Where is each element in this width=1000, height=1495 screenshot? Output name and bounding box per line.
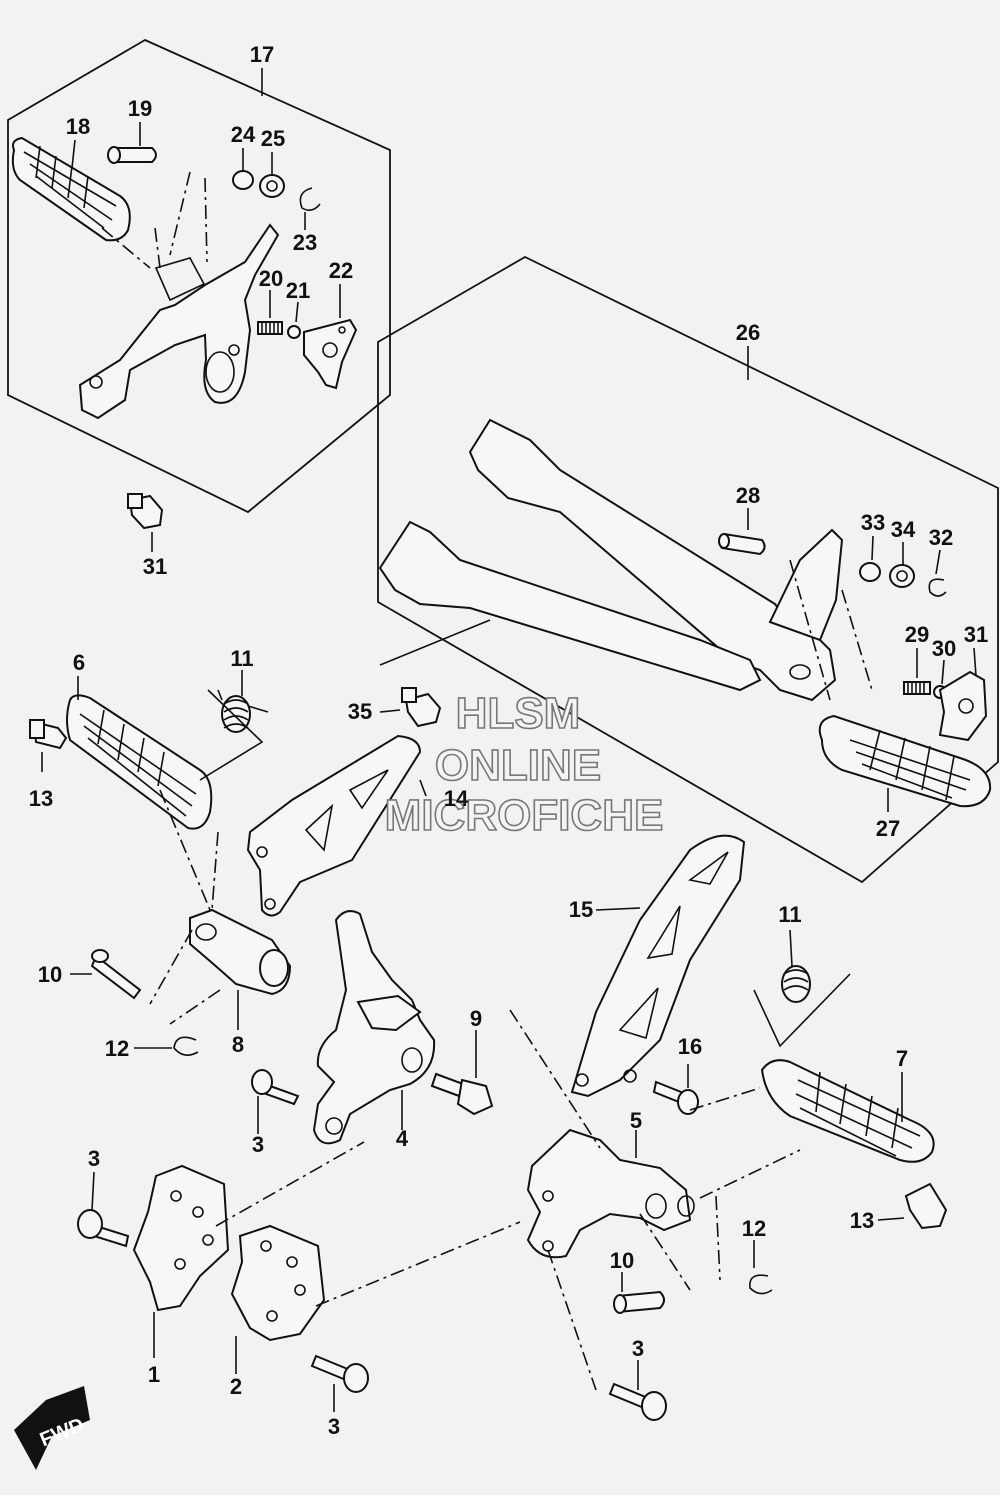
callout-10b: 10: [610, 1248, 634, 1273]
part-12-clip[interactable]: [173, 1036, 199, 1056]
callout-5: 5: [630, 1108, 642, 1133]
part-10-pin[interactable]: [90, 949, 142, 1000]
part-21-ball[interactable]: [287, 325, 301, 339]
part-24-washer[interactable]: [232, 170, 254, 190]
part-5-bracket[interactable]: [526, 1128, 695, 1259]
part-33-washer[interactable]: [859, 562, 881, 582]
callout-20: 20: [259, 266, 283, 291]
part-3-bolt-b[interactable]: [77, 1209, 130, 1248]
callout-11a: 11: [230, 646, 253, 671]
fwd-arrow-icon: FWD: [14, 1386, 90, 1470]
callout-15: 15: [569, 897, 593, 922]
callout-31a: 31: [143, 554, 167, 579]
callout-21: 21: [286, 278, 310, 303]
callout-31b: 31: [964, 622, 988, 647]
part-25-washer[interactable]: [259, 174, 285, 198]
assembly-box-26: [377, 255, 999, 884]
part-2-plate[interactable]: [230, 1224, 326, 1342]
part-31-plate[interactable]: [938, 670, 988, 742]
part-19-pin[interactable]: [107, 146, 157, 164]
part-6-footpeg[interactable]: [66, 694, 213, 830]
part-23-clip[interactable]: [299, 187, 321, 212]
part-9-bolt[interactable]: [430, 1072, 494, 1116]
part-16-bolt[interactable]: [652, 1080, 699, 1115]
part-34-washer[interactable]: [889, 564, 915, 588]
part-14-plate[interactable]: [246, 734, 422, 917]
part-35-bolt[interactable]: [401, 687, 442, 728]
part-13-bolt[interactable]: [29, 719, 68, 750]
callout-3b: 3: [88, 1146, 100, 1171]
callout-12b: 12: [742, 1216, 766, 1241]
callout-8: 8: [232, 1032, 244, 1057]
callout-17: 17: [250, 42, 274, 67]
part-20-spring[interactable]: [257, 321, 283, 335]
callout-3c: 3: [328, 1414, 340, 1439]
callout-1: 1: [148, 1362, 160, 1387]
watermark-line-3: MICROFICHE: [385, 791, 664, 840]
part-12-clip-b[interactable]: [749, 1274, 773, 1295]
part-3-bolt-d[interactable]: [608, 1382, 667, 1421]
part-11-spring-b[interactable]: [781, 965, 811, 1003]
callout-3a: 3: [252, 1132, 264, 1157]
part-31-bolt[interactable]: [127, 493, 164, 530]
callout-29: 29: [905, 622, 929, 647]
callout-14: 14: [444, 786, 469, 811]
callout-10a: 10: [38, 962, 62, 987]
assembly-box-17: [7, 38, 391, 514]
part-3-bolt[interactable]: [251, 1069, 300, 1106]
part-18-footpeg[interactable]: [11, 136, 131, 242]
part-13-bolt-b[interactable]: [904, 1182, 948, 1230]
part-8-bracket[interactable]: [189, 908, 292, 996]
part-7-footpeg[interactable]: [760, 1059, 935, 1163]
callout-18: 18: [66, 114, 90, 139]
part-27-footpeg[interactable]: [818, 714, 992, 808]
part-32-clip[interactable]: [928, 578, 947, 597]
callout-13b: 13: [850, 1208, 874, 1233]
callout-19: 19: [128, 96, 152, 121]
callout-27: 27: [876, 816, 900, 841]
callout-12a: 12: [105, 1036, 129, 1061]
callout-7: 7: [896, 1046, 908, 1071]
callout-23: 23: [293, 230, 317, 255]
part-26-bracket[interactable]: [378, 418, 844, 702]
watermark-line-1: HLSM: [456, 689, 581, 738]
callout-16: 16: [678, 1034, 702, 1059]
callout-35: 35: [348, 699, 372, 724]
callout-2: 2: [230, 1374, 242, 1399]
callout-13a: 13: [29, 786, 53, 811]
callout-26: 26: [736, 320, 760, 345]
part-28-pin[interactable]: [718, 532, 766, 556]
callout-30: 30: [932, 636, 956, 661]
callout-9: 9: [470, 1006, 482, 1031]
part-1-plate[interactable]: [132, 1164, 230, 1312]
callout-3d: 3: [632, 1336, 644, 1361]
callout-28: 28: [736, 483, 760, 508]
watermark-line-2: ONLINE: [435, 741, 601, 790]
part-22-plate[interactable]: [303, 318, 358, 390]
part-11-spring[interactable]: [217, 689, 269, 733]
callout-25: 25: [261, 126, 285, 151]
part-29-spring[interactable]: [903, 681, 931, 695]
part-15-plate[interactable]: [570, 834, 746, 1098]
part-10-pin-b[interactable]: [613, 1290, 665, 1314]
part-3-bolt-c[interactable]: [310, 1354, 369, 1393]
callout-22: 22: [329, 258, 353, 283]
callout-34: 34: [891, 517, 916, 542]
callout-4: 4: [396, 1126, 409, 1151]
callout-11b: 11: [778, 902, 801, 927]
callout-32: 32: [929, 525, 953, 550]
callout-6: 6: [73, 650, 85, 675]
part-4-bracket[interactable]: [312, 910, 436, 1145]
callout-33: 33: [861, 510, 885, 535]
callout-24: 24: [231, 122, 256, 147]
part-17-bracket[interactable]: [78, 223, 280, 420]
